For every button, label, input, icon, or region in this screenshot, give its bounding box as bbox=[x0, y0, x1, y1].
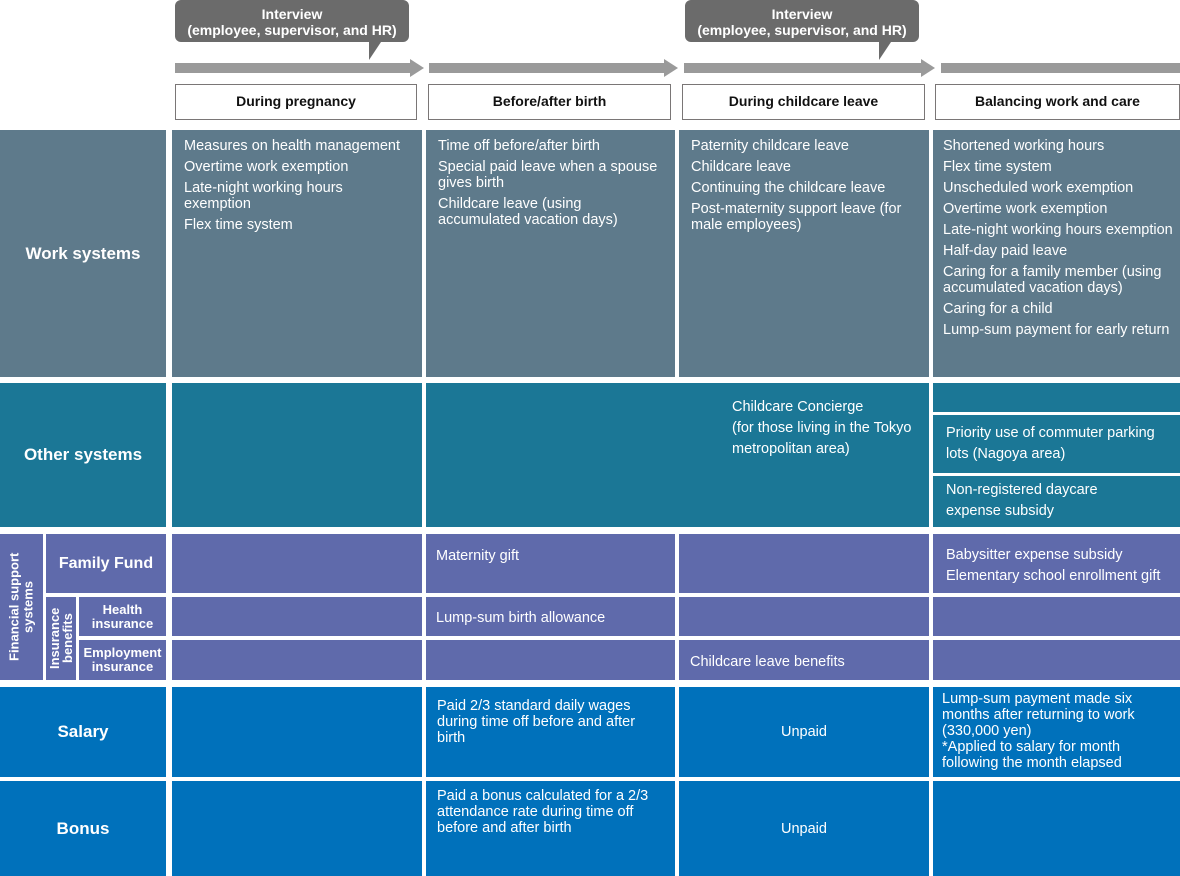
row-label-other-systems: Other systems bbox=[0, 383, 166, 527]
other-cell-parking: Priority use of commuter parking lots (N… bbox=[933, 415, 1180, 473]
work-cell-childcare-leave: Paternity childcare leave Childcare leav… bbox=[679, 130, 929, 377]
row-label-family-fund: Family Fund bbox=[46, 534, 166, 593]
employment-cell-childcare-leave: Childcare leave benefits bbox=[679, 640, 929, 680]
group-label-financial-support: Financial support systems bbox=[0, 534, 43, 680]
parking-text: Priority use of commuter parking bbox=[946, 425, 1155, 441]
list-item: Babysitter expense subsidy bbox=[946, 547, 1123, 563]
list-item: Lump-sum birth allowance bbox=[436, 610, 606, 626]
list-item: Special paid leave when a spouse gives b… bbox=[438, 159, 658, 191]
list-item: Caring for a family member (using accumu… bbox=[943, 264, 1162, 296]
daycare-text: Non-registered daycare bbox=[946, 482, 1098, 498]
list-item: Caring for a child bbox=[943, 301, 1053, 317]
family-fund-cell-balancing: Babysitter expense subsidy Elementary sc… bbox=[933, 534, 1180, 593]
list-item: Childcare leave benefits bbox=[690, 654, 845, 670]
interview-participants: (employee, supervisor, and HR) bbox=[697, 22, 907, 38]
family-fund-cell-childcare-leave bbox=[679, 534, 929, 593]
interview-callout-2: Interview (employee, supervisor, and HR) bbox=[685, 0, 919, 60]
group-label-insurance-benefits: Insurance benefits bbox=[46, 597, 76, 680]
list-item: Paternity childcare leave bbox=[691, 138, 849, 154]
salary-cell-pregnancy bbox=[172, 687, 422, 777]
concierge-note: metropolitan area) bbox=[732, 441, 850, 457]
phase-during-childcare-leave: During childcare leave bbox=[682, 84, 925, 120]
arrow-right-icon bbox=[410, 59, 424, 77]
concierge-note: (for those living in the Tokyo bbox=[732, 420, 912, 436]
arrow-right-icon bbox=[921, 59, 935, 77]
employment-cell-pregnancy bbox=[172, 640, 422, 680]
phase-during-pregnancy: During pregnancy bbox=[175, 84, 417, 120]
employment-cell-balancing bbox=[933, 640, 1180, 680]
parking-text: lots (Nagoya area) bbox=[946, 446, 1066, 462]
work-cell-birth: Time off before/after birth Special paid… bbox=[426, 130, 675, 377]
family-fund-cell-birth: Maternity gift bbox=[426, 534, 675, 593]
health-cell-childcare-leave bbox=[679, 597, 929, 636]
concierge-title: Childcare Concierge bbox=[732, 399, 864, 415]
row-label-salary: Salary bbox=[0, 687, 166, 777]
timeline-arrow-bar bbox=[429, 63, 665, 73]
family-fund-cell-pregnancy bbox=[172, 534, 422, 593]
salary-cell-balancing: Lump-sum payment made six months after r… bbox=[933, 687, 1180, 777]
other-cell-childcare-concierge: Childcare Concierge (for those living in… bbox=[426, 383, 929, 527]
salary-cell-birth: Paid 2/3 standard daily wages during tim… bbox=[426, 687, 675, 777]
bonus-cell-pregnancy bbox=[172, 781, 422, 876]
bonus-cell-birth: Paid a bonus calculated for a 2/3 attend… bbox=[426, 781, 675, 876]
list-item: Post-maternity support leave (for male e… bbox=[691, 201, 902, 233]
phase-balancing-work-and-care: Balancing work and care bbox=[935, 84, 1180, 120]
work-cell-balancing: Shortened working hours Flex time system… bbox=[933, 130, 1180, 377]
other-cell-daycare-subsidy: Non-registered daycare expense subsidy bbox=[933, 476, 1180, 527]
list-item: Overtime work exemption bbox=[943, 201, 1108, 217]
interview-callout-1: Interview (employee, supervisor, and HR) bbox=[175, 0, 409, 60]
list-item: Continuing the childcare leave bbox=[691, 180, 886, 196]
health-cell-pregnancy bbox=[172, 597, 422, 636]
row-label-employment-insurance: Employment insurance bbox=[79, 640, 166, 680]
list-item: Late-night working hours exemption bbox=[943, 222, 1173, 238]
other-cell-pregnancy bbox=[172, 383, 422, 527]
bonus-cell-balancing bbox=[933, 781, 1180, 876]
list-item: Flex time system bbox=[184, 217, 293, 233]
work-cell-pregnancy: Measures on health management Overtime w… bbox=[172, 130, 422, 377]
daycare-text: expense subsidy bbox=[946, 503, 1055, 519]
list-item: Overtime work exemption bbox=[184, 159, 349, 175]
list-item: Lump-sum payment for early return bbox=[943, 322, 1170, 338]
interview-participants: (employee, supervisor, and HR) bbox=[187, 22, 397, 38]
list-item: Flex time system bbox=[943, 159, 1052, 175]
row-label-bonus: Bonus bbox=[0, 781, 166, 876]
timeline-arrow-bar bbox=[684, 63, 922, 73]
row-label-work-systems: Work systems bbox=[0, 130, 166, 377]
salary-cell-childcare-leave: Unpaid bbox=[679, 687, 929, 777]
arrow-right-icon bbox=[664, 59, 678, 77]
list-item: Time off before/after birth bbox=[438, 138, 600, 154]
list-item: Half-day paid leave bbox=[943, 243, 1068, 259]
list-item: Maternity gift bbox=[436, 548, 519, 564]
timeline-arrow-bar bbox=[941, 63, 1180, 73]
timeline-arrow-bar bbox=[175, 63, 411, 73]
health-cell-balancing bbox=[933, 597, 1180, 636]
list-item: Elementary school enrollment gift bbox=[946, 568, 1161, 584]
interview-title: Interview bbox=[771, 6, 833, 22]
list-item: Late-night working hours exemption bbox=[184, 180, 343, 212]
employment-cell-birth bbox=[426, 640, 675, 680]
interview-title: Interview bbox=[261, 6, 323, 22]
list-item: Childcare leave (using accumulated vacat… bbox=[438, 196, 618, 228]
list-item: Shortened working hours bbox=[943, 138, 1105, 154]
other-cell-balancing-empty bbox=[933, 383, 1180, 412]
list-item: Measures on health management bbox=[184, 138, 401, 154]
list-item: Unscheduled work exemption bbox=[943, 180, 1134, 196]
bonus-cell-childcare-leave: Unpaid bbox=[679, 781, 929, 876]
row-label-health-insurance: Health insurance bbox=[79, 597, 166, 636]
phase-before-after-birth: Before/after birth bbox=[428, 84, 671, 120]
list-item: Childcare leave bbox=[691, 159, 791, 175]
health-cell-birth: Lump-sum birth allowance bbox=[426, 597, 675, 636]
